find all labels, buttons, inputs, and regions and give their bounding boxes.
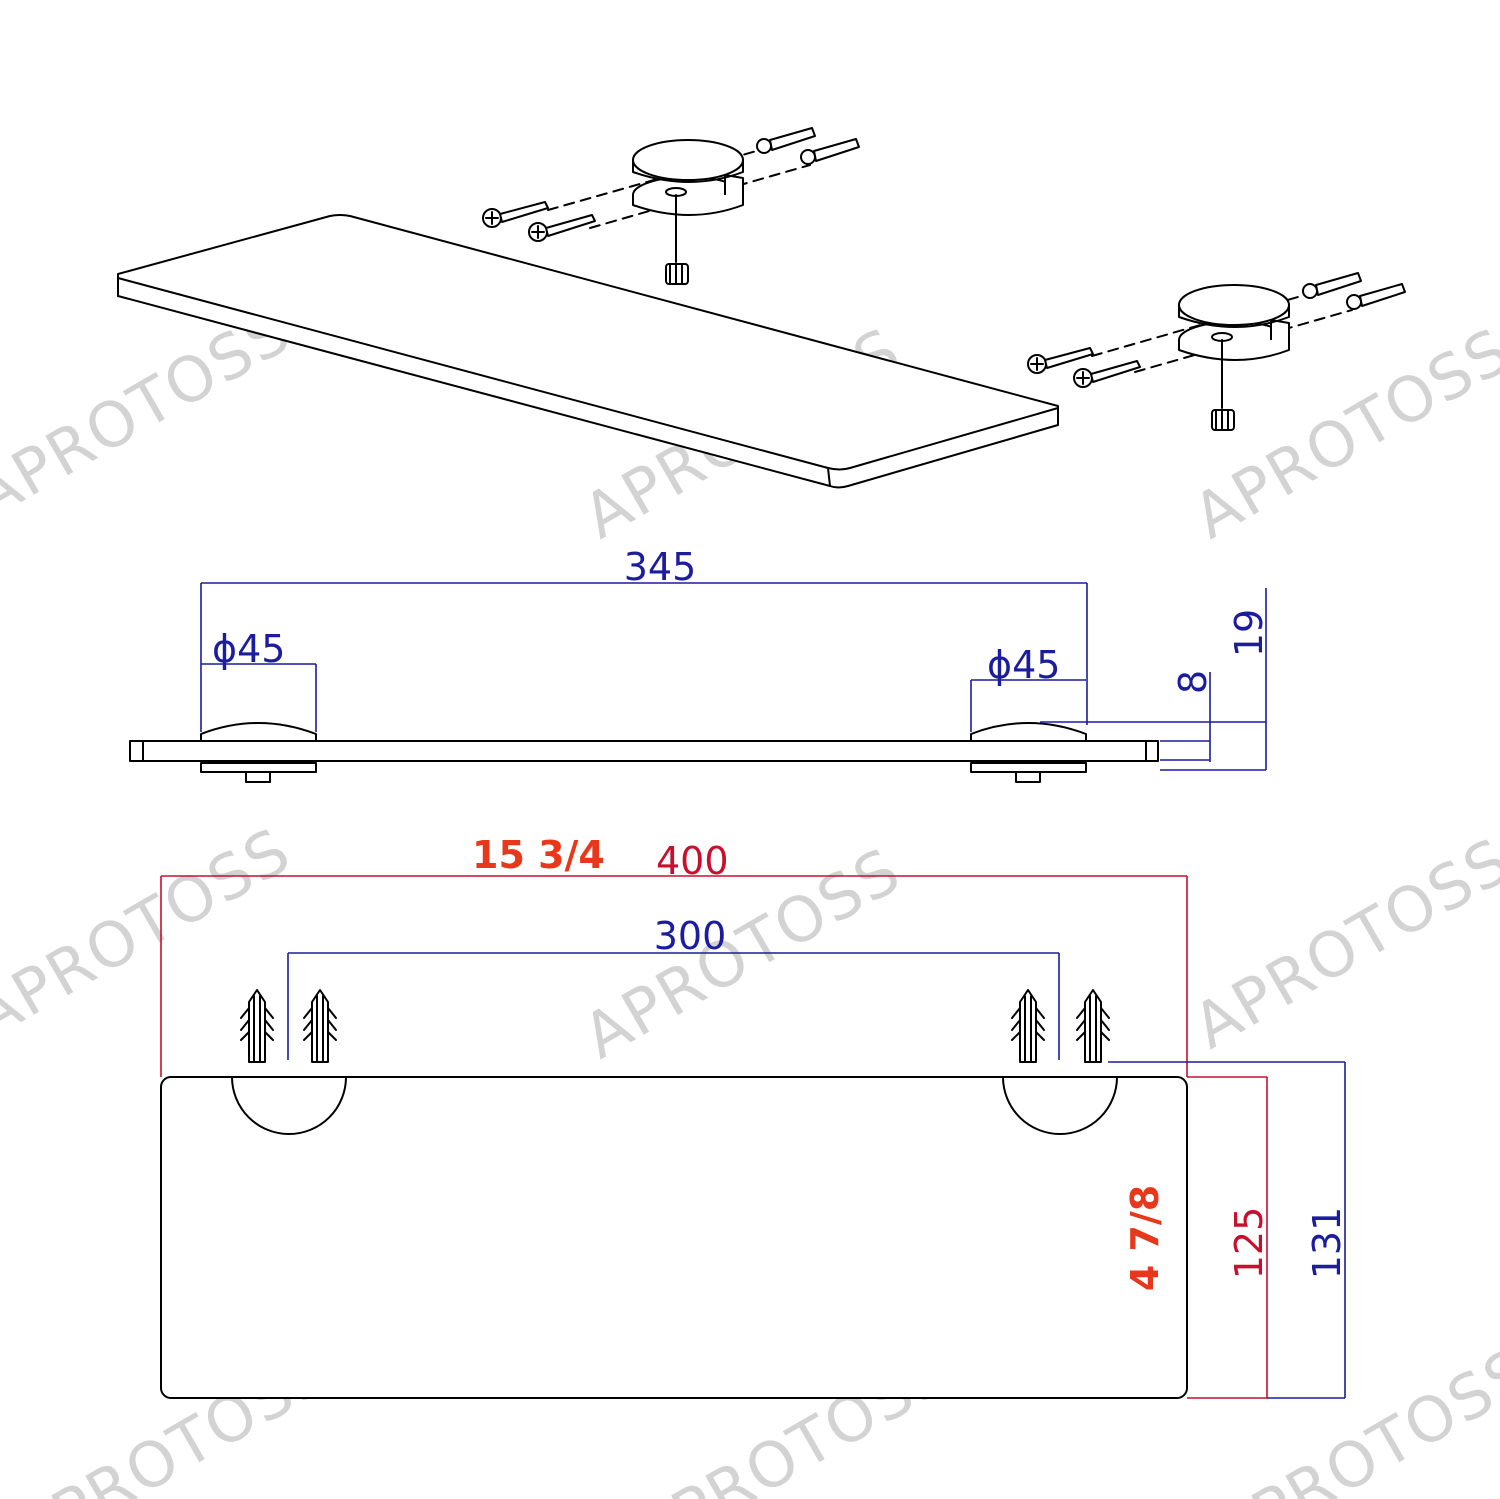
- glass-shelf-iso: [117, 214, 1059, 489]
- dim-overall-length-mm: 400: [656, 839, 729, 883]
- bracket-top-right: [1002, 1076, 1118, 1135]
- watermark: APROTOSS: [1181, 823, 1500, 1063]
- dim-screw-spacing: 300: [654, 914, 727, 958]
- dim-overall-length-inch: 15 3/4: [472, 833, 605, 877]
- dim-glass-depth: 125: [1227, 1207, 1271, 1280]
- dim-depth-inch: 4 7/8: [1123, 1185, 1167, 1291]
- clamp-bracket-left-iso: [482, 127, 860, 285]
- dim-clamp-height: 19: [1227, 609, 1271, 657]
- bracket-side-left: [200, 722, 317, 783]
- watermark: APROTOSS: [1201, 1333, 1500, 1499]
- glass-side: [129, 740, 1159, 762]
- dim-overall-depth: 131: [1305, 1207, 1349, 1280]
- dim-left-diameter: ϕ45: [212, 627, 285, 671]
- clamp-bracket-right-iso: [1027, 272, 1406, 431]
- wall-anchors: [240, 989, 1110, 1063]
- dim-right-diameter: ϕ45: [987, 643, 1060, 687]
- top-view: 15 3/4 400 300 4 7/8 125 131: [160, 833, 1349, 1399]
- glass-top: [160, 1076, 1188, 1399]
- bracket-top-left: [231, 1076, 347, 1135]
- dim-glass-thickness: 8: [1171, 670, 1215, 694]
- dim-bracket-spacing: 345: [624, 545, 697, 589]
- isometric-view: [117, 127, 1406, 489]
- bracket-side-right: [970, 722, 1087, 783]
- side-view: 345 ϕ45 ϕ45 19 8: [129, 545, 1271, 783]
